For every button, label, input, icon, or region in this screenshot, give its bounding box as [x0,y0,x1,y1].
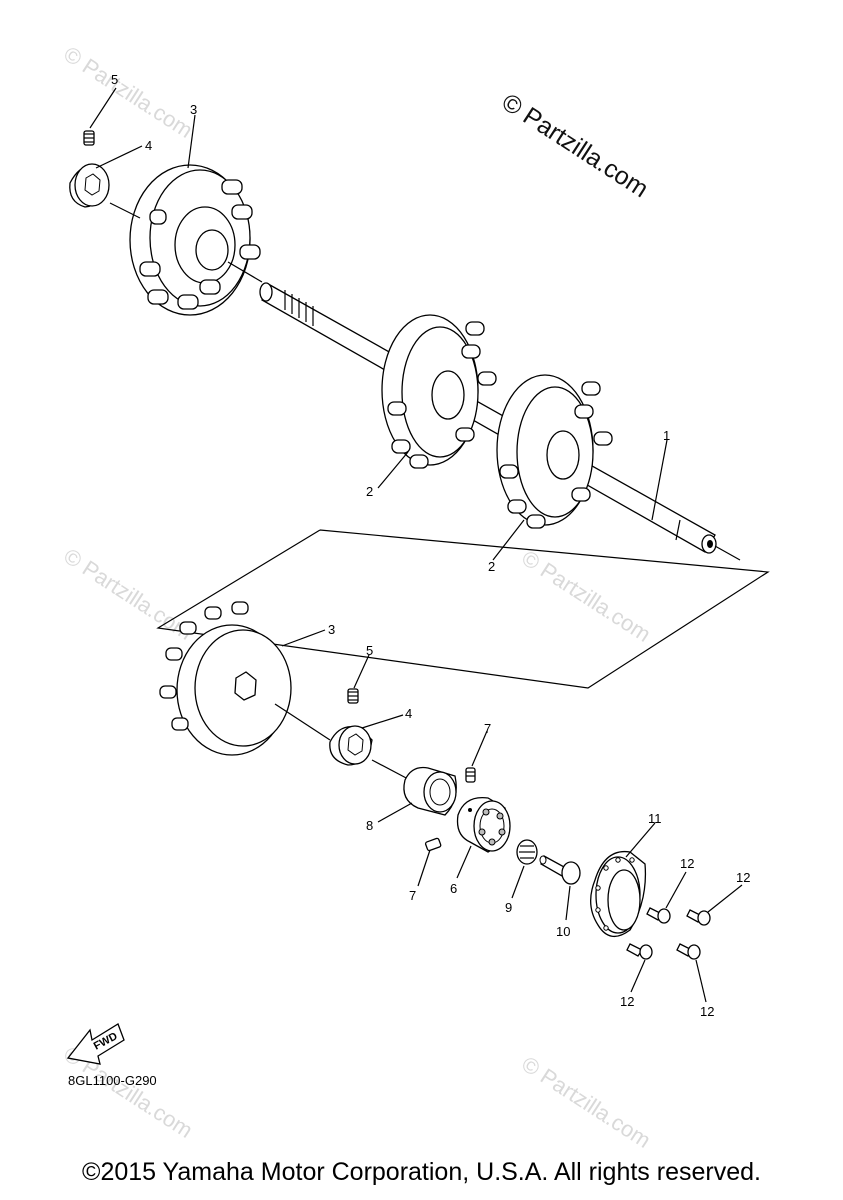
fwd-arrow-icon: FWD [66,1023,125,1065]
sprocket-part-2-b [496,374,613,529]
callout-3-top: 3 [190,102,197,117]
nut-part-9 [516,839,538,865]
collar-part-4-top [69,163,110,208]
callout-12-d: 12 [700,1004,714,1019]
callout-12-b: 12 [736,870,750,885]
set-screw-part-5-bottom [347,688,359,704]
sprocket-part-3-top [129,164,261,316]
callout-10: 10 [556,924,570,939]
callout-5-top: 5 [111,72,118,87]
lower-assembly [159,601,711,960]
set-screw-part-7-bottom [424,837,442,852]
bearing-part-6 [456,796,511,853]
watermark-faint-1: © Partzilla.com [59,41,197,143]
bearing-holder-part-8 [403,766,457,816]
watermark-faint-5: © Partzilla.com [517,1051,655,1153]
callout-7-top: 7 [484,721,491,736]
callout-5-bottom: 5 [366,643,373,658]
bolt-part-12-b [686,909,711,926]
callout-8: 8 [366,818,373,833]
set-screw-part-5-top [83,130,95,146]
callout-4-top: 4 [145,138,152,153]
inset-boundary [156,529,770,689]
copyright-notice: ©2015 Yamaha Motor Corporation, U.S.A. A… [82,1158,761,1186]
sprocket-part-2-a [381,314,497,469]
callout-12-a: 12 [680,856,694,871]
callout-4-bottom: 4 [405,706,412,721]
bolt-part-12-d [676,943,701,960]
bolt-part-10 [539,855,581,885]
callout-2-left: 2 [366,484,373,499]
callout-6: 6 [450,881,457,896]
watermark-faint-2: © Partzilla.com [59,543,197,645]
callout-9: 9 [505,900,512,915]
callout-numbers: 5 4 3 1 2 2 3 5 4 7 8 7 6 9 10 11 12 12 … [111,72,750,1019]
callout-1: 1 [663,428,670,443]
callout-2-right: 2 [488,559,495,574]
shaft-part-1 [259,282,717,554]
flange-plate-part-11 [590,850,647,937]
diagram-code: 8GL1100-G290 [68,1073,157,1088]
callout-3-bottom: 3 [328,622,335,637]
sprocket-wheel-part-3-bottom [159,601,292,756]
upper-assembly [69,130,741,561]
bolt-part-12-a [646,907,671,924]
watermark-faint-3: © Partzilla.com [517,545,655,647]
set-screw-part-7-top [465,767,476,783]
callout-12-c: 12 [620,994,634,1009]
callout-11: 11 [648,811,662,826]
collar-part-4-bottom [329,725,373,766]
leader-lines [89,87,743,1003]
callout-7-bottom: 7 [409,888,416,903]
bolt-part-12-c [626,943,653,960]
